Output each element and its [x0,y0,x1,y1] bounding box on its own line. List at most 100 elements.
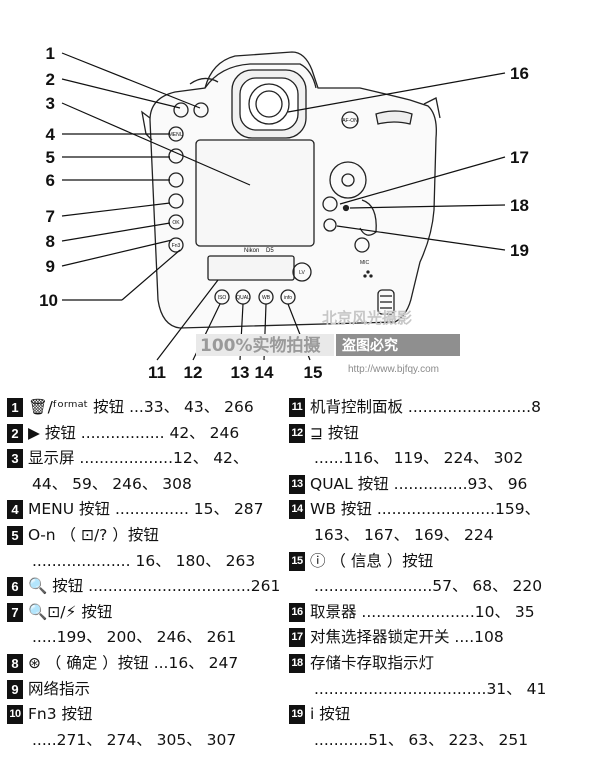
legend-badge: 2 [7,423,23,443]
callout-3: 3 [46,94,55,113]
camera-body-illustration [141,51,441,329]
legend-item-5: 5 O‑n （ ⊡/? ）按钮 .................... 16、 1… [7,523,285,574]
callout-12: 12 [184,363,203,382]
callout-9: 9 [46,257,55,276]
legend-badge: 13 [289,474,305,494]
legend-item-1: 1 🗑/ᶠᵒʳᵐᵃᵗ 按钮 ...33、 43、 266 [7,395,285,421]
watermark-title: 北京风光摄影 [322,309,412,327]
watermark-badge-right-bg [336,334,460,356]
legend-text: 显示屏 ...................12、 42、 [28,449,249,468]
callout-6: 6 [46,171,55,190]
legend-badge: 19 [289,705,305,725]
callout-1: 1 [46,44,55,63]
legend-text: 🔍⊡/⚡ 按钮 [28,602,113,621]
legend-text: 取景器 .......................10、 35 [310,602,535,621]
ok-button-label: OK [172,220,180,226]
callout-18: 18 [510,196,529,215]
multi-selector [329,161,367,199]
legend-item-11: 11 机背控制面板 .........................8 [289,395,573,421]
legend-text: .....199、 200、 246、 261 [32,628,237,647]
legend-badge: 15 [289,551,305,571]
legend-badge: 6 [7,577,23,597]
callout-5: 5 [46,148,55,167]
legend-badge: 17 [289,628,305,648]
legend-text: 对焦选择器锁定开关 ....108 [310,628,504,647]
legend-left-column: 1 🗑/ᶠᵒʳᵐᵃᵗ 按钮 ...33、 43、 266 2 ▶ 按钮 ......… [7,395,285,753]
legend-text: ...................................31、 4… [314,679,547,698]
watermark-url: http://www.bjfqy.com [348,364,439,375]
legend-badge: 9 [7,679,23,699]
monitor-screen [195,139,315,247]
legend-text: 🗑/ᶠᵒʳᵐᵃᵗ 按钮 ...33、 43、 266 [28,398,254,416]
legend-text: MENU 按钮 ............... 15、 287 [28,500,264,519]
callout-leader-lines [61,52,506,361]
legend-text: ⊒ 按钮 [310,423,359,442]
legend-badge: 4 [7,500,23,520]
watermark-badge-left-bg [196,334,334,356]
legend-text: .....271、 274、 305、 307 [32,730,237,749]
wb-button-label: WB [262,295,271,301]
legend-text: 机背控制面板 .........................8 [310,398,541,416]
info-button-label: info [284,295,292,301]
legend-item-13: 13 QUAL 按钮 ...............93、 96 [289,472,573,498]
af-on-button-label: AF-ON [342,118,358,124]
legend-item-12: 12 ⊒ 按钮 ......116、 119、 224、 302 [289,421,573,472]
legend-item-7: 7 🔍⊡/⚡ 按钮 .....199、 200、 246、 261 [7,600,285,651]
callout-8: 8 [46,232,55,251]
callout-19: 19 [510,241,529,260]
legend-text: ⊛ （ 确定 ）按钮 ...16、 247 [28,653,239,672]
legend-text: 44、 59、 246、 308 [32,474,192,493]
legend-badge: 18 [289,653,305,673]
legend-badge: 1 [7,398,23,417]
camera-back-diagram: MENU OK Fn3 ISO QUAL WB info AF-ON LV MI… [39,44,529,382]
legend-item-6: 6🔍 按钮 .................................2… [7,574,285,600]
mic-label: MIC [360,260,370,266]
legend: 1 🗑/ᶠᵒʳᵐᵃᵗ 按钮 ...33、 43、 266 2 ▶ 按钮 ......… [7,395,587,773]
watermark-badge-right: 盗图必究 [342,337,398,354]
lv-switch-label: LV [299,270,305,276]
legend-text: 163、 167、 169、 224 [314,525,494,544]
legend-text: .................... 16、 180、 263 [32,551,256,570]
legend-text: ......116、 119、 224、 302 [314,449,524,468]
legend-badge: 3 [7,449,23,469]
legend-badge: 11 [289,398,305,417]
brand-label: Nikon [244,248,259,254]
legend-item-4: 4 MENU 按钮 ............... 15、 287 [7,497,285,523]
viewfinder-lens [248,83,290,125]
legend-text: ........................57、 68、 220 [314,577,543,596]
legend-text: ▶ 按钮 ................. 42、 246 [28,423,240,442]
callout-15: 15 [304,363,323,382]
callout-14: 14 [255,363,274,382]
legend-item-17: 17 对焦选择器锁定开关 ....108 [289,625,573,651]
menu-button-label: MENU [169,132,184,138]
iso-button-label: ISO [218,295,227,301]
legend-badge: 16 [289,602,305,622]
legend-text: ⓘ （ 信息 ）按钮 [310,551,434,570]
callout-13: 13 [231,363,250,382]
legend-text: i 按钮 [310,705,351,724]
watermark-badge-left: 100%实物拍摄 [200,335,322,356]
legend-badge: 14 [289,500,305,520]
legend-item-16: 16 取景器 .......................10、 35 [289,600,573,626]
qual-button-label: QUAL [236,295,250,301]
callout-17: 17 [510,148,529,167]
legend-text: QUAL 按钮 ...............93、 96 [310,474,528,493]
legend-badge: 12 [289,423,305,443]
legend-badge: 7 [7,602,23,622]
legend-badge: 5 [7,525,23,545]
legend-item-3: 3 显示屏 ...................12、 42、 44、 59、 2… [7,446,285,497]
legend-text: O‑n （ ⊡/? ）按钮 [28,525,159,544]
callout-16: 16 [510,64,529,83]
fn3-button-label: Fn3 [172,243,181,249]
callout-7: 7 [46,207,55,226]
legend-text: Fn3 按钮 [28,705,93,724]
legend-item-8: 8⊛ （ 确定 ）按钮 ...16、 247 [7,651,285,677]
legend-right-column: 11 机背控制面板 .........................8 12 ⊒ … [289,395,573,753]
callout-10: 10 [39,291,58,310]
rear-control-panel [207,255,295,281]
